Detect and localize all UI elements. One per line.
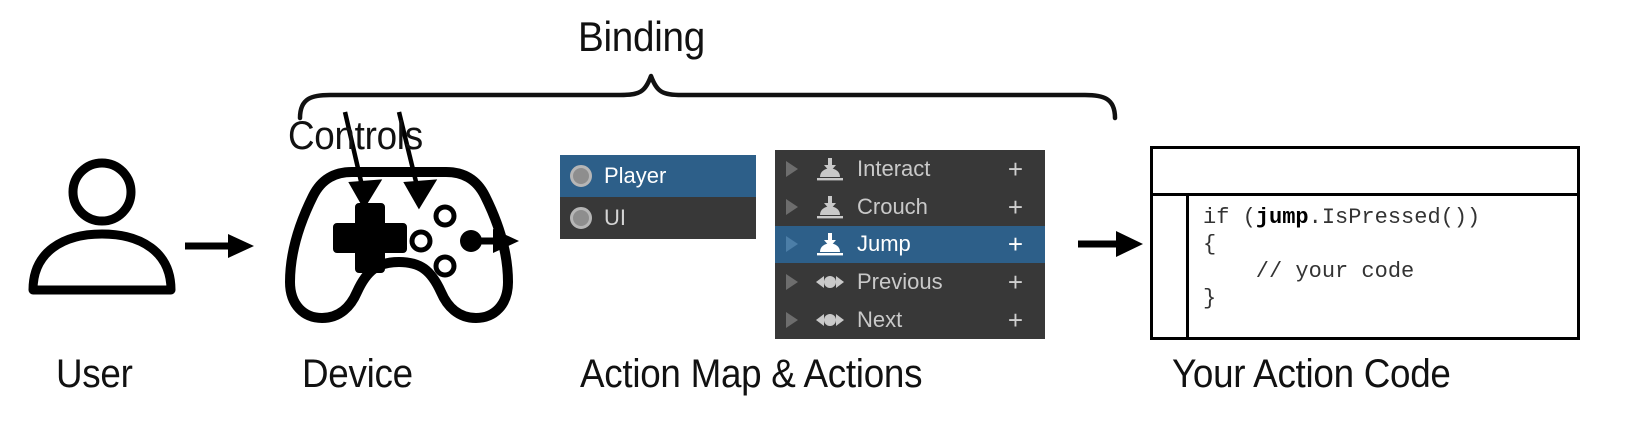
action-row-label: Jump: [857, 231, 911, 257]
chevron-right-icon[interactable]: [779, 274, 805, 291]
person-icon: [28, 158, 176, 295]
code-window-titlebar: [1153, 149, 1577, 196]
action-map-row-label: Player: [604, 163, 667, 188]
arrow-right-icon-device-actions: [471, 229, 519, 253]
action-row-label: Previous: [857, 269, 943, 295]
action-row-selected[interactable]: Jump +: [775, 225, 1045, 264]
add-binding-button[interactable]: +: [1007, 191, 1023, 222]
action-map-panel: Player UI: [560, 155, 756, 239]
action-row-label: Interact: [857, 155, 931, 181]
user-label: User: [56, 352, 133, 396]
curly-brace-icon: [297, 73, 1118, 121]
button-action-icon: [813, 157, 847, 181]
action-map-row-ui[interactable]: UI: [560, 197, 756, 239]
value-action-icon: [813, 308, 847, 332]
chevron-right-icon[interactable]: [779, 312, 805, 329]
code-line-3: // your code: [1203, 259, 1415, 284]
code-window: if (jump.IsPressed()) { // your code }: [1150, 146, 1580, 340]
action-map-label: Action Map & Actions: [580, 352, 923, 396]
chevron-right-icon[interactable]: [779, 236, 805, 253]
action-map-row-player[interactable]: Player: [560, 155, 756, 197]
arrow-right-icon-actions-code: [1078, 231, 1143, 257]
code-line-2: {: [1203, 232, 1217, 257]
your-action-code-label: Your Action Code: [1172, 352, 1451, 396]
action-row-label: Next: [857, 307, 903, 333]
action-row[interactable]: Crouch +: [775, 188, 1045, 226]
chevron-right-icon[interactable]: [779, 160, 805, 177]
code-text[interactable]: if (jump.IsPressed()) { // your code }: [1189, 196, 1577, 337]
action-row[interactable]: Interact +: [775, 150, 1045, 188]
button-action-icon: [813, 195, 847, 219]
controls-label: Controls: [288, 114, 423, 158]
add-binding-button[interactable]: +: [1007, 305, 1023, 336]
actions-panel: Interact + Crouch +: [775, 150, 1045, 339]
code-gutter: [1153, 196, 1189, 337]
dpad-icon: [333, 203, 407, 273]
code-line-4: }: [1203, 286, 1217, 311]
code-window-body: if (jump.IsPressed()) { // your code }: [1153, 196, 1577, 337]
action-row[interactable]: Next +: [775, 301, 1045, 339]
add-binding-button[interactable]: +: [1007, 153, 1023, 184]
action-map-icon: [570, 165, 592, 187]
add-binding-button[interactable]: +: [1007, 229, 1023, 260]
chevron-right-icon[interactable]: [779, 198, 805, 215]
arrow-right-icon-user-device: [185, 234, 254, 258]
gamepad-icon: [285, 167, 513, 323]
code-line-1-suffix: .IsPressed()): [1308, 205, 1481, 230]
action-row[interactable]: Previous +: [775, 263, 1045, 301]
action-row-label: Crouch: [857, 193, 928, 219]
button-action-icon: [813, 232, 847, 256]
code-line-1-identifier: jump: [1255, 205, 1309, 230]
action-map-icon: [570, 207, 592, 229]
action-map-row-label: UI: [604, 205, 626, 230]
binding-label: Binding: [578, 13, 705, 60]
code-line-1-prefix: if (: [1203, 205, 1256, 230]
value-action-icon: [813, 270, 847, 294]
device-label: Device: [302, 352, 413, 396]
add-binding-button[interactable]: +: [1007, 267, 1023, 298]
